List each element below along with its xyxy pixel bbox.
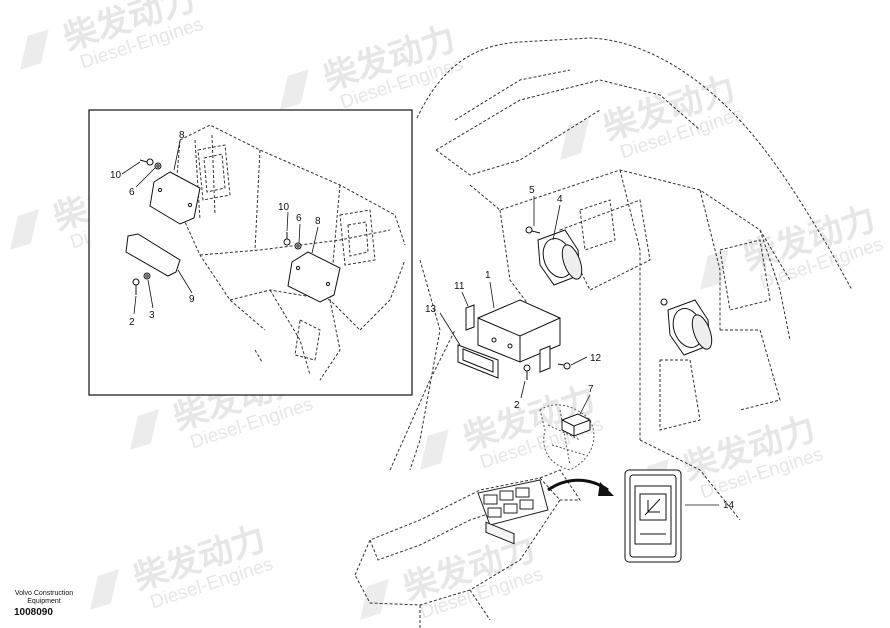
callout-14: 14 — [723, 500, 735, 511]
screw-10-upper — [139, 158, 154, 166]
washer-3 — [143, 272, 151, 280]
watermark-10: 柴发动力 Diesel-Engines — [360, 529, 546, 623]
cover-plate-upper — [149, 171, 201, 225]
washer-6-upper — [154, 162, 162, 170]
callout-8-right: 8 — [315, 216, 321, 227]
watermark-9: 柴发动力 Diesel-Engines — [90, 519, 276, 613]
detail-inset: 8 10 6 9 2 3 10 6 8 — [88, 109, 413, 396]
callout-4: 4 — [557, 194, 563, 205]
screw-10-right — [283, 232, 291, 246]
screw-12 — [557, 362, 571, 370]
screw-2-inset — [132, 278, 140, 295]
drawing-number: 1008090 — [14, 607, 53, 618]
arrow-to-switch — [547, 478, 614, 496]
washer-6-right — [294, 242, 302, 250]
callout-6-right: 6 — [296, 213, 302, 224]
callout-13: 13 — [425, 304, 437, 315]
rocker-switch-small — [561, 413, 591, 437]
screw-2-main — [523, 364, 531, 380]
callout-3: 3 — [149, 310, 155, 321]
callout-10-upper: 10 — [110, 170, 122, 181]
company-line-1: Volvo Construction — [14, 590, 74, 597]
callout-5: 5 — [529, 185, 535, 196]
switch-panel — [477, 479, 549, 526]
speaker-main — [537, 229, 583, 286]
callout-6-upper: 6 — [129, 187, 135, 198]
main-leaders — [439, 196, 719, 506]
bracket-right — [539, 345, 551, 373]
main-callout-labels: 5 4 1 11 13 12 2 7 14 — [425, 185, 735, 511]
inset-leaders — [121, 140, 319, 315]
company-line-2: Equipment — [27, 598, 61, 605]
callout-10-right: 10 — [278, 202, 290, 213]
callout-12: 12 — [590, 353, 602, 364]
watermark-5: 柴发动力 Diesel-Engines — [700, 199, 886, 293]
callout-8-upper: 8 — [179, 130, 185, 141]
speaker-right — [660, 298, 713, 356]
cover-plate-right — [287, 251, 341, 303]
callout-7: 7 — [588, 384, 594, 395]
callout-2-inset: 2 — [129, 317, 135, 328]
rocker-switch-14 — [624, 469, 682, 563]
callout-2-main: 2 — [514, 400, 520, 411]
mounting-plate-9 — [125, 233, 181, 277]
callout-9: 9 — [189, 294, 195, 305]
trim-frame — [457, 344, 499, 379]
callout-1: 1 — [485, 270, 491, 281]
watermark-3: 柴发动力 Diesel-Engines — [560, 69, 746, 163]
radio-unit — [477, 299, 561, 545]
callout-11: 11 — [454, 281, 465, 292]
watermark-1: 柴发动力 Diesel-Engines — [20, 0, 206, 73]
wiring-harness — [539, 404, 595, 471]
inset-callout-labels: 8 10 6 9 2 3 10 6 8 — [110, 130, 321, 328]
bracket-left — [465, 304, 475, 331]
screw-5 — [525, 226, 541, 234]
company-name: Volvo Construction Equipment — [8, 590, 80, 606]
side-console — [354, 469, 581, 628]
